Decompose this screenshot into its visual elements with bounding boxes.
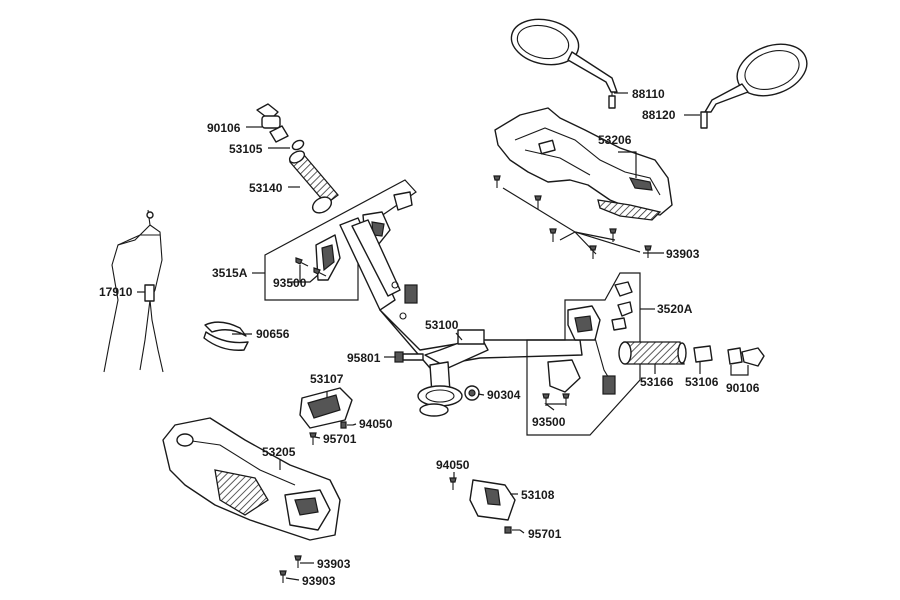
label-3515A: 3515A xyxy=(212,266,248,280)
label-53100: 53100 xyxy=(425,318,459,332)
small-cover-53108 xyxy=(449,477,520,534)
label-88110: 88110 xyxy=(632,87,665,101)
screws-bottom xyxy=(279,555,302,583)
bolt-95801 xyxy=(394,351,424,363)
label-93500-left: 93500 xyxy=(273,276,307,290)
label-90304: 90304 xyxy=(487,388,521,402)
label-93903-bottom-2: 93903 xyxy=(302,574,336,588)
small-cover-53107 xyxy=(299,387,353,445)
label-53205: 53205 xyxy=(262,445,296,459)
label-3520A: 3520A xyxy=(657,302,693,316)
label-95701-left: 95701 xyxy=(323,432,357,446)
label-53206: 53206 xyxy=(598,133,632,147)
label-95801: 95801 xyxy=(347,351,381,365)
label-95701-bottom: 95701 xyxy=(528,527,562,541)
label-53107: 53107 xyxy=(310,372,344,386)
mirror-right-part xyxy=(700,43,808,129)
label-90106-left: 90106 xyxy=(207,121,241,135)
label-93903-bottom-1: 93903 xyxy=(317,557,351,571)
label-88120: 88120 xyxy=(642,108,676,122)
label-17910: 17910 xyxy=(99,285,133,299)
right-grip-group xyxy=(618,341,765,367)
label-90656: 90656 xyxy=(256,327,290,341)
rear-handlebar-cover-part xyxy=(162,417,341,541)
label-94050-left: 94050 xyxy=(359,417,393,431)
leader-lines xyxy=(137,92,749,581)
label-53105: 53105 xyxy=(229,142,263,156)
handlebar-part xyxy=(339,217,583,417)
right-switch-assembly xyxy=(526,272,641,436)
screw-set-top xyxy=(493,175,652,259)
label-93903-top: 93903 xyxy=(666,247,700,261)
throttle-cable-part xyxy=(103,209,164,373)
label-53106: 53106 xyxy=(685,375,719,389)
label-53108: 53108 xyxy=(521,488,555,502)
label-93500-right: 93500 xyxy=(532,415,566,429)
left-grip-group xyxy=(256,103,339,214)
label-94050-bottom: 94050 xyxy=(436,458,470,472)
strap-90656 xyxy=(203,321,249,351)
label-90106-right: 90106 xyxy=(726,381,760,395)
label-53166: 53166 xyxy=(640,375,674,389)
front-handlebar-cover-part xyxy=(494,107,673,221)
nut-90304 xyxy=(464,385,480,401)
label-53140: 53140 xyxy=(249,181,283,195)
mirror-left-part xyxy=(510,18,618,109)
